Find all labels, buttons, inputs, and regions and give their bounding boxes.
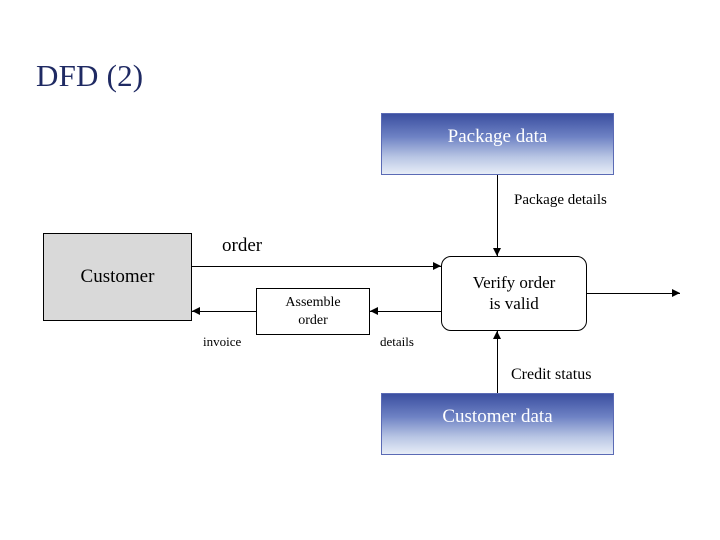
flow-arrow-invoice [192,307,200,315]
process-assemble-order-line1: Assemble [285,295,341,310]
flow-arrow-credit-status [493,331,501,339]
external-entity-customer-label: Customer [80,266,155,287]
process-verify-order-line2: is valid [489,293,539,313]
process-verify-order-label: Verify order is valid [473,273,556,314]
flow-line-order [192,266,441,267]
process-assemble-order-line2: order [298,312,328,328]
flow-arrow-verify-output [672,289,680,297]
flow-label-credit-status: Credit status [511,366,592,383]
data-store-customer-data-label: Customer data [442,405,553,427]
data-store-package-data-label: Package data [447,125,548,147]
process-verify-order-line1: Verify order [472,273,556,293]
process-verify-order[interactable]: Verify order is valid [441,256,587,331]
flow-line-details [370,311,441,312]
process-assemble-order-label: Assemble order [285,294,340,329]
flow-arrow-order [433,262,441,270]
flow-label-invoice: invoice [203,334,242,349]
flow-arrow-package-details [493,248,501,256]
flow-label-package-details: Package details [514,192,607,208]
flow-label-details: details [380,334,414,349]
data-store-customer-data[interactable]: Customer data [381,393,614,455]
flow-line-verify-output [587,293,680,294]
data-store-package-data[interactable]: Package data [381,113,614,175]
external-entity-customer[interactable]: Customer [43,233,192,321]
flow-label-order: order [222,235,263,256]
flow-line-invoice [192,311,256,312]
process-assemble-order[interactable]: Assemble order [256,288,370,335]
flow-arrow-details [370,307,378,315]
flow-line-credit-status [497,331,498,393]
flow-line-package-details [497,175,498,256]
page-title: DFD (2) [36,58,144,93]
